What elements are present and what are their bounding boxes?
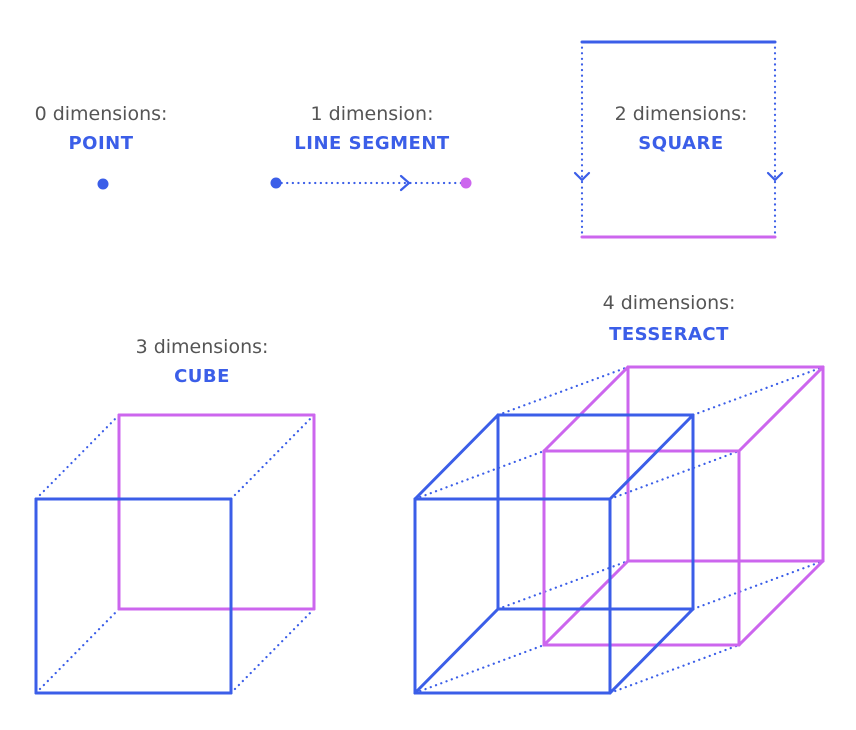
tesseract-connector-7 (496, 559, 630, 611)
square-right-arrow-icon (766, 171, 784, 182)
point-title: POINT (68, 133, 134, 154)
line-segment-start-dot (270, 177, 282, 189)
cube-title: CUBE (174, 366, 230, 387)
tesseract-title: TESSERACT (609, 324, 729, 345)
tesseract-blue-edge-tr (608, 413, 695, 501)
point-caption: 0 dimensions: (34, 103, 168, 125)
cube-connector-top-right (229, 413, 316, 501)
tesseract-connector-4 (608, 643, 741, 695)
line-segment-arrow-icon (399, 174, 411, 192)
tesseract-connector-6 (691, 365, 825, 417)
tesseract-magenta-edge-tr (737, 365, 825, 453)
line-segment-caption: 1 dimension: (310, 103, 434, 125)
line-segment-end-dot (460, 177, 472, 189)
tesseract-caption: 4 dimensions: (602, 292, 736, 314)
points-and-arrows (97, 171, 784, 192)
square-caption: 2 dimensions: (614, 103, 748, 125)
tesseract-connector-2 (608, 449, 741, 501)
cube-connector-bottom-right (229, 607, 316, 695)
tesseract-magenta-edge-tl (542, 365, 630, 453)
line-segment-title: LINE SEGMENT (294, 133, 450, 154)
tesseract-connector-3 (413, 643, 546, 695)
tesseract-blue-edge-bl (413, 607, 500, 695)
dotted-connectors (34, 40, 825, 695)
solid-edges (34, 40, 825, 695)
tesseract-connector-1 (413, 449, 546, 501)
tesseract-connector-5 (496, 365, 630, 417)
tesseract-blue-edge-tl (413, 413, 500, 501)
square-left-arrow-icon (573, 171, 591, 182)
square-title: SQUARE (638, 133, 724, 154)
cube-connector-bottom-left (34, 607, 121, 695)
tesseract-magenta-edge-bl (542, 559, 630, 647)
tesseract-magenta-edge-br (737, 559, 825, 647)
point-dot (97, 178, 109, 190)
tesseract-connector-8 (691, 559, 825, 611)
cube-caption: 3 dimensions: (135, 336, 269, 358)
cube-connector-top-left (34, 413, 121, 501)
tesseract-blue-edge-br (608, 607, 695, 695)
